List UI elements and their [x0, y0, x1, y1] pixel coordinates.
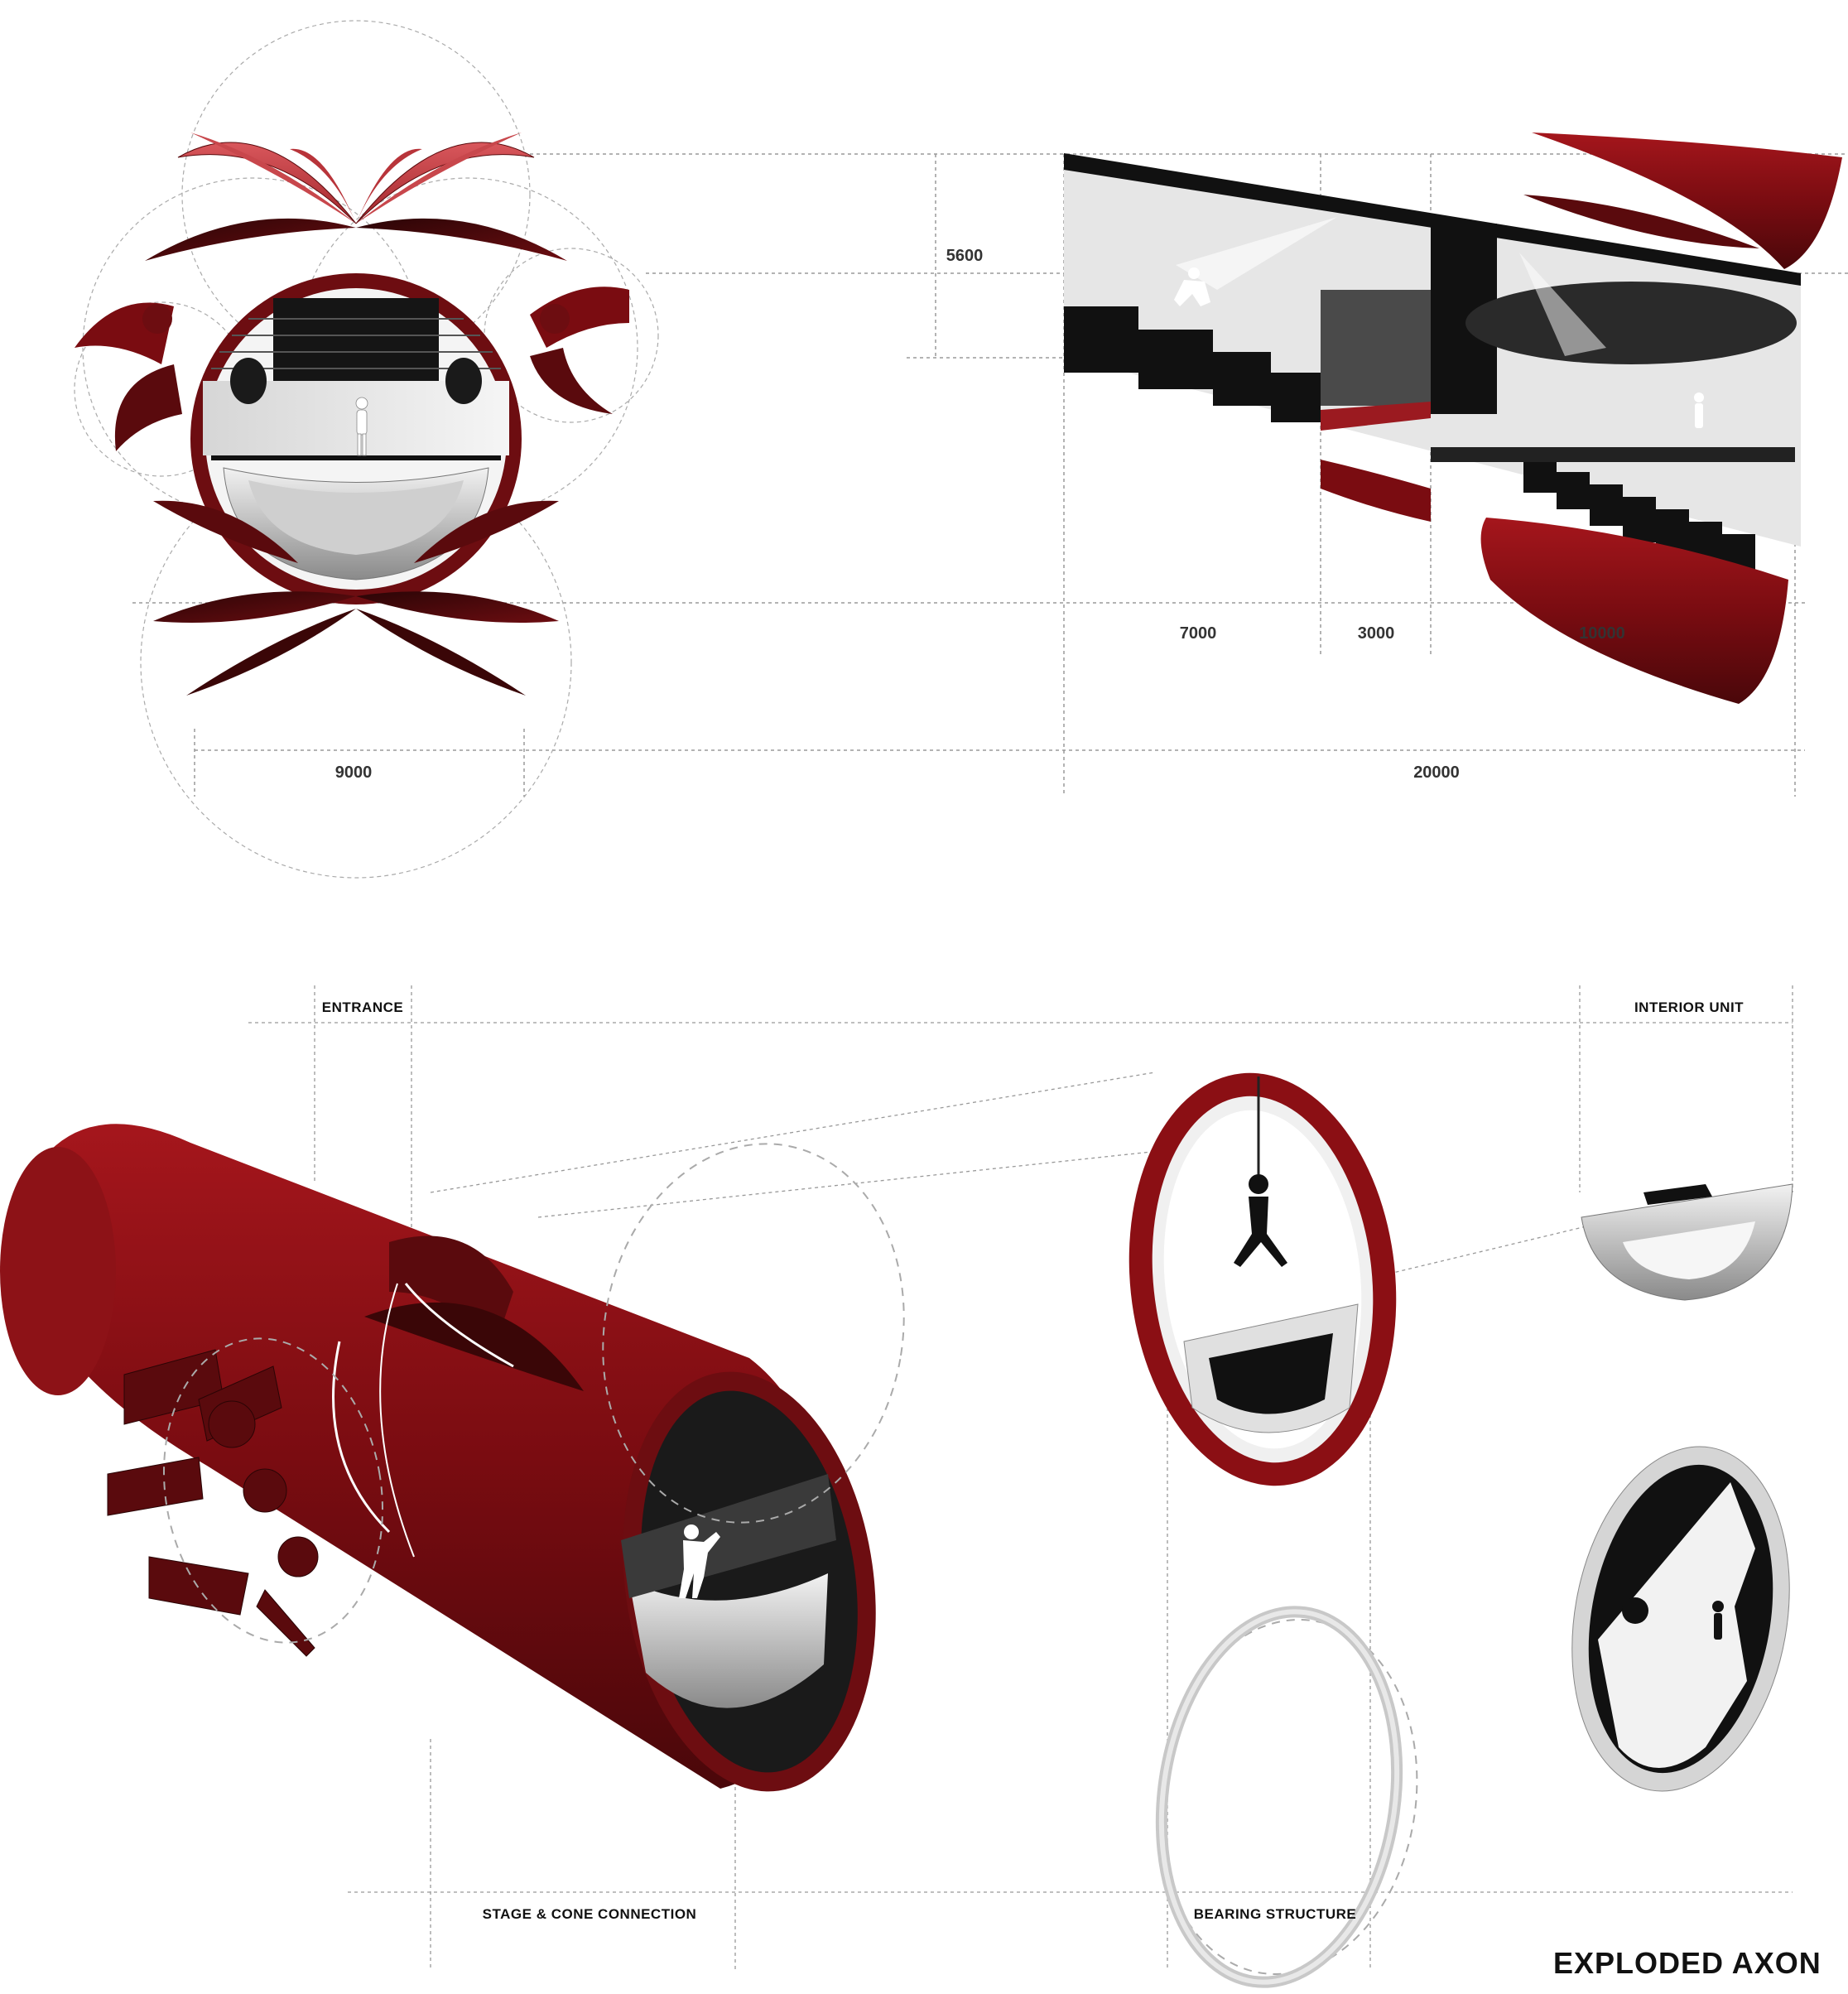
label-entrance: ENTRANCE	[321, 999, 404, 1015]
interior-unit-ring	[1571, 1446, 1790, 1792]
dim-segment-1: 7000	[1179, 624, 1217, 643]
label-stage-cone-connection: STAGE & CONE CONNECTION	[482, 1906, 697, 1922]
dim-front-width: 9000	[334, 763, 373, 782]
bearing-ring	[1155, 1606, 1403, 1988]
dim-total-length: 20000	[1413, 763, 1460, 782]
drawing-title: EXPLODED AXON	[1553, 1946, 1822, 1980]
interior-unit-stage	[1581, 1183, 1793, 1301]
cylinder-open-end	[621, 1371, 876, 1792]
label-bearing-structure: BEARING STRUCTURE	[1193, 1906, 1357, 1922]
longitudinal-section	[1064, 132, 1842, 704]
label-interior-unit: INTERIOR UNIT	[1634, 999, 1745, 1015]
dim-segment-3: 10000	[1579, 624, 1625, 643]
axon-label-lines	[248, 985, 1793, 1971]
ring-with-figure	[1129, 1072, 1397, 1486]
entrance-petals	[107, 1349, 319, 1657]
dim-section-height: 5600	[946, 247, 984, 265]
cylinder-shell	[0, 1124, 833, 1789]
front-elevation	[75, 132, 629, 696]
dim-segment-2: 3000	[1357, 624, 1395, 643]
